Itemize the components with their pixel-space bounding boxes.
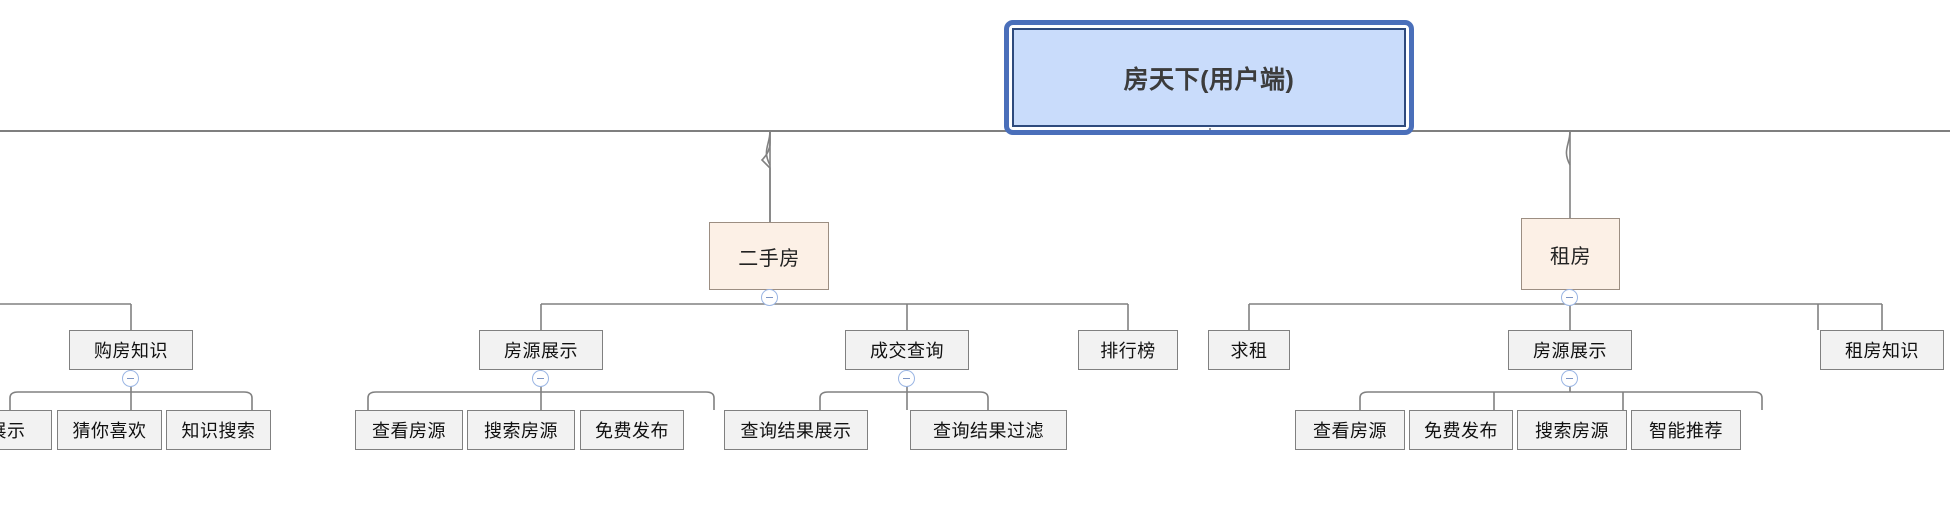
label-goufangzhishi: 购房知识: [94, 341, 168, 361]
node-fangyuanzhanshi-ershoufang[interactable]: 房源展示: [479, 330, 603, 370]
leaf-node-zhanshi[interactable]: 展示: [0, 410, 52, 450]
leaf-node-mianfeifabu-zufang[interactable]: 免费发布: [1409, 410, 1513, 450]
leaf-label-mianfeifabu-1: 免费发布: [595, 421, 669, 441]
leaf-node-cainixihuan[interactable]: 猜你喜欢: [57, 410, 162, 450]
category-node-ershoufang[interactable]: 二手房: [709, 222, 829, 290]
label-fangyuanzhanshi-1: 房源展示: [504, 341, 578, 361]
label-paihangbang: 排行榜: [1100, 341, 1156, 361]
leaf-label-sousuofangyuan-1: 搜索房源: [484, 421, 558, 441]
label-chengjiaochaxun: 成交查询: [870, 341, 944, 361]
leaf-label-chakanfangyuan-2: 查看房源: [1313, 421, 1387, 441]
leaf-node-mianfeifabu-ershoufang[interactable]: 免费发布: [580, 410, 684, 450]
collapse-toggle-fangyuanzhanshi-1[interactable]: [532, 370, 549, 387]
root-selection-ring: [1004, 20, 1414, 135]
node-fangyuanzhanshi-zufang[interactable]: 房源展示: [1508, 330, 1632, 370]
leaf-label-chaxunjieguozhanshi: 查询结果展示: [740, 421, 852, 441]
leaf-label-zhinengtuijian: 智能推荐: [1649, 421, 1723, 441]
category-label-ershoufang: 二手房: [738, 247, 800, 270]
leaf-label-zhishisousuo: 知识搜索: [181, 421, 256, 441]
leaf-node-chakanfangyuan-ershoufang[interactable]: 查看房源: [355, 410, 463, 450]
root-node-fangtianxia[interactable]: 房天下(用户端): [1012, 28, 1406, 127]
collapse-toggle-zufang[interactable]: [1561, 289, 1578, 306]
leaf-node-zhishisousuo[interactable]: 知识搜索: [166, 410, 271, 450]
collapse-toggle-goufangzhishi[interactable]: [122, 370, 139, 387]
collapse-toggle-fangyuanzhanshi-2[interactable]: [1561, 370, 1578, 387]
leaf-node-chakanfangyuan-zufang[interactable]: 查看房源: [1295, 410, 1405, 450]
leaf-node-sousuofangyuan-ershoufang[interactable]: 搜索房源: [467, 410, 575, 450]
collapse-toggle-chengjiaochaxun[interactable]: [898, 370, 915, 387]
node-goufangzhishi[interactable]: 购房知识: [69, 330, 193, 370]
label-qiuzu: 求租: [1230, 341, 1268, 361]
leaf-label-zhanshi: 展示: [0, 421, 26, 441]
leaf-node-chaxunjieguozhanshi[interactable]: 查询结果展示: [724, 410, 868, 450]
category-label-zufang: 租房: [1550, 245, 1591, 268]
leaf-label-chakanfangyuan-1: 查看房源: [372, 421, 446, 441]
root-node-label: 房天下(用户端): [1123, 65, 1295, 94]
node-zufangzhishi[interactable]: 租房知识: [1820, 330, 1944, 370]
label-zufangzhishi: 租房知识: [1845, 341, 1919, 361]
leaf-node-sousuofangyuan-zufang[interactable]: 搜索房源: [1517, 410, 1627, 450]
node-paihangbang[interactable]: 排行榜: [1078, 330, 1178, 370]
leaf-label-mianfeifabu-2: 免费发布: [1424, 421, 1498, 441]
leaf-label-chaxunjieguoguolv: 查询结果过滤: [933, 421, 1044, 441]
leaf-label-cainixihuan: 猜你喜欢: [72, 421, 147, 441]
node-chengjiaochaxun[interactable]: 成交查询: [845, 330, 969, 370]
collapse-toggle-ershoufang[interactable]: [761, 289, 778, 306]
leaf-label-sousuofangyuan-2: 搜索房源: [1535, 421, 1609, 441]
leaf-node-chaxunjieguoguolv[interactable]: 查询结果过滤: [910, 410, 1067, 450]
leaf-node-zhinengtuijian[interactable]: 智能推荐: [1631, 410, 1741, 450]
node-qiuzu[interactable]: 求租: [1208, 330, 1290, 370]
label-fangyuanzhanshi-2: 房源展示: [1533, 341, 1607, 361]
category-node-zufang[interactable]: 租房: [1521, 218, 1620, 290]
